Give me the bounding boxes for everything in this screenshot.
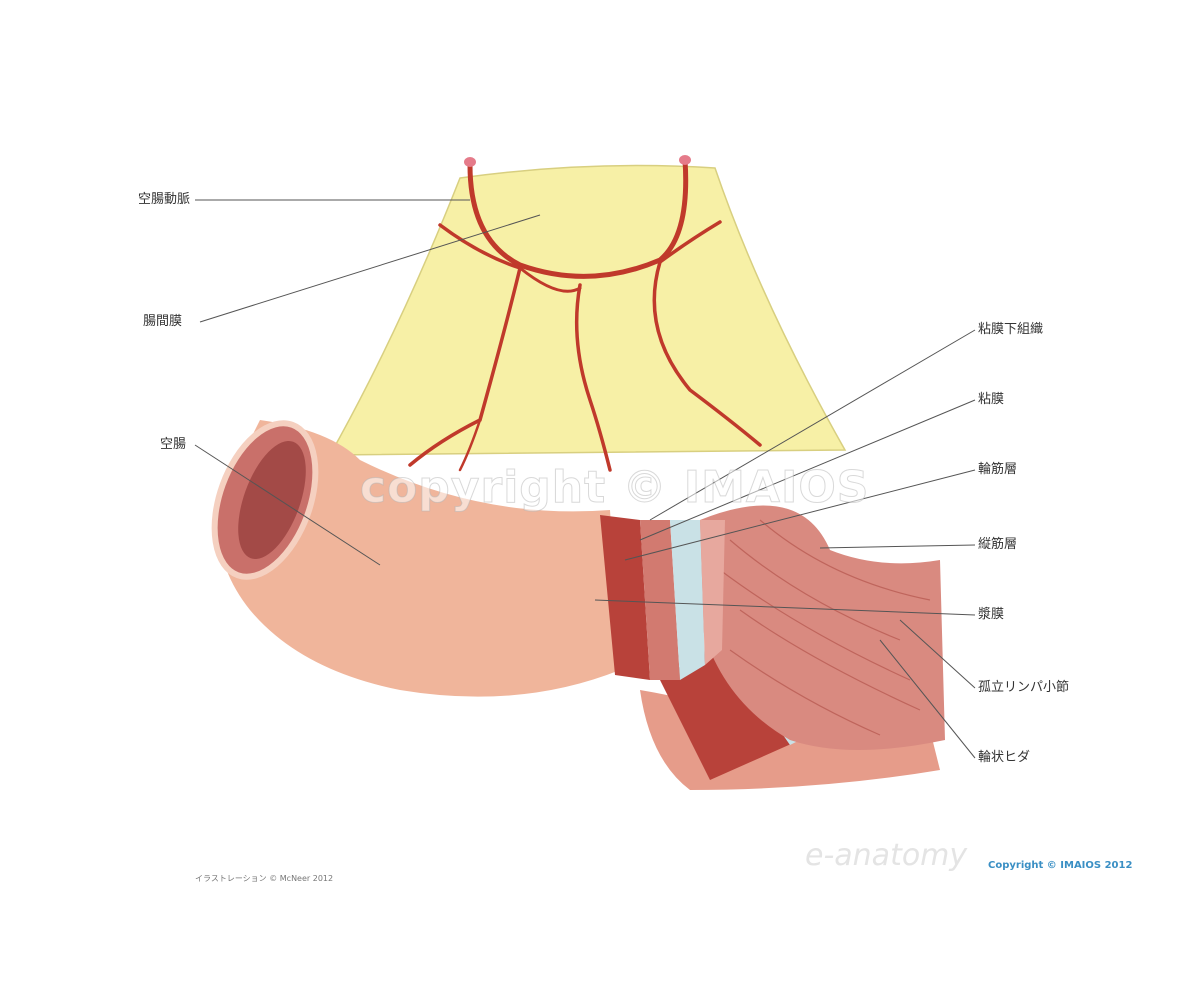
label-jejunal-artery: 空腸動脈 <box>138 192 191 207</box>
illustration-credit: イラストレーション © McNeer 2012 <box>195 874 334 883</box>
copyright-notice: Copyright © IMAIOS 2012 <box>988 860 1133 871</box>
label-solitary-lymph-nodule: 孤立リンパ小節 <box>978 680 1070 695</box>
watermark: copyright © IMAIOS <box>359 462 870 514</box>
mesentery <box>328 164 847 456</box>
tube-interior <box>700 505 945 750</box>
label-mesentery: 腸間膜 <box>143 314 183 329</box>
label-serosa: 漿膜 <box>978 607 1005 622</box>
label-submucosa: 粘膜下組織 <box>978 322 1044 337</box>
label-circular-folds: 輪状ヒダ <box>978 750 1031 765</box>
brand-logo: e-anatomy <box>805 838 968 873</box>
jejunal-arteries <box>408 157 762 472</box>
jejunum-tube <box>218 420 620 697</box>
label-circular-muscle: 輪筋層 <box>978 462 1018 477</box>
label-longitudinal-muscle: 縦筋層 <box>978 537 1018 552</box>
label-jejunum: 空腸 <box>160 437 187 452</box>
label-mucosa: 粘膜 <box>978 392 1005 407</box>
